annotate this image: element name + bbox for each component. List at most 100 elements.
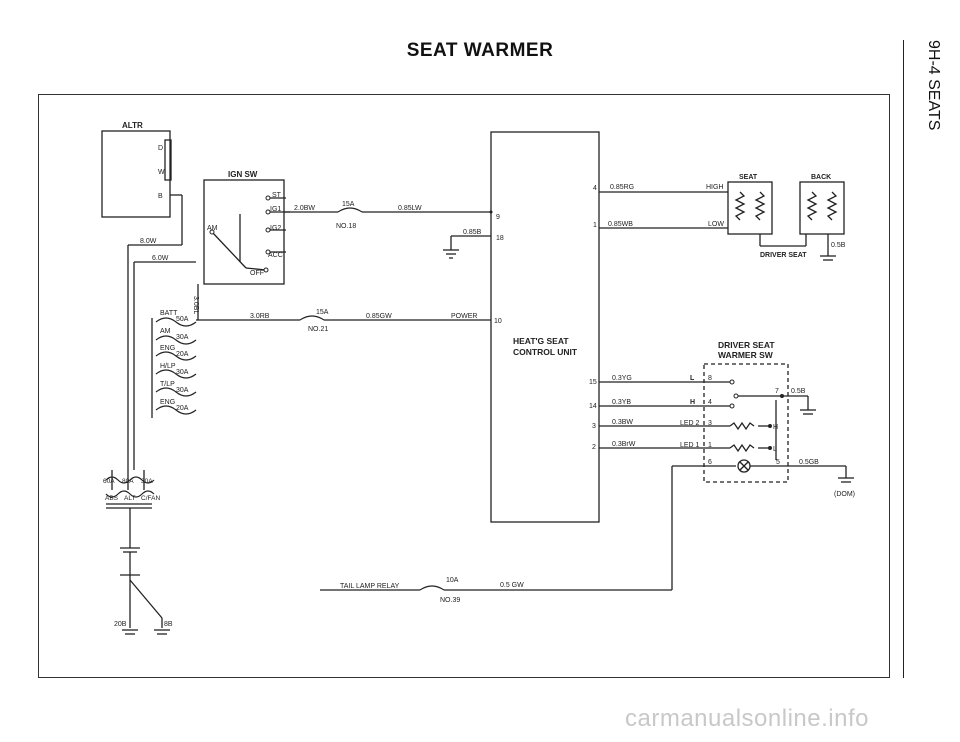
page-title: SEAT WARMER: [406, 40, 554, 61]
back-heater-element-2: [826, 191, 838, 221]
mf-alt: ALT: [124, 495, 135, 502]
wire-8w: 8.0W: [140, 238, 157, 245]
sw-h: H: [690, 399, 695, 406]
wire-2: 0.3BrW: [612, 441, 636, 448]
wire-tail: 0.5 GW: [500, 582, 524, 589]
ign-ig2: IG2: [270, 225, 281, 232]
seat-heater-box: [727, 181, 773, 235]
tail-lamp-relay: TAIL LAMP RELAY: [340, 583, 400, 590]
altr-connector: [164, 139, 172, 181]
fb-eng2-amp: 20A: [176, 405, 189, 412]
fuse-hlp: [155, 369, 197, 379]
altr-pin-d: D: [158, 145, 163, 152]
back-heater-element-1: [806, 191, 818, 221]
sw-l: L: [690, 375, 695, 382]
dom-label: (DOM): [834, 491, 855, 498]
sw-p5: 5: [776, 459, 780, 466]
altr-pin-b: B: [158, 193, 163, 200]
cu-pin-18: 18: [496, 235, 504, 242]
wire-low: 0.85WB: [608, 221, 633, 228]
altr-box: [101, 130, 171, 218]
fuse-eng2: [155, 405, 197, 415]
ign-st: ST: [272, 192, 282, 199]
mf-amp-1: 60A: [103, 478, 115, 485]
wire-6w: 6.0W: [152, 255, 169, 262]
fb-hlp-amp: 30A: [176, 369, 189, 376]
led2-resistor: [729, 421, 755, 431]
seat-heater-element-1: [734, 191, 746, 221]
ign-switch-box: [203, 179, 285, 285]
fuse-eng1: [155, 351, 197, 361]
fuse-batt: [155, 317, 197, 327]
fb-eng-amp: 20A: [176, 351, 189, 358]
fb-tlp-amp: 30A: [176, 387, 189, 394]
main-fuse-links: [105, 476, 155, 484]
control-unit-label-2: CONTROL UNIT: [513, 347, 578, 357]
wire-15: 0.3YG: [612, 375, 632, 382]
heater-low: LOW: [708, 221, 724, 228]
wire-pin9: 0.85LW: [398, 205, 422, 212]
fuse39-amp: 10A: [446, 577, 459, 584]
fuse18-amp: 15A: [342, 201, 355, 208]
sw-p4: 4: [708, 399, 712, 406]
sw-sym-h: H: [773, 424, 778, 431]
fuse-am: [155, 335, 197, 345]
wire-sw-ground: 0.5B: [791, 388, 806, 395]
cu-pin-15: 15: [589, 379, 597, 386]
sw-led1: LED 1: [680, 442, 700, 449]
mf-amp-2: 80A: [122, 478, 134, 485]
sw-p8: 8: [708, 375, 712, 382]
cu-pin-10: 10: [494, 318, 502, 325]
cu-pin-2: 2: [592, 444, 596, 451]
fb-hlp: H/LP: [160, 363, 176, 370]
led1-resistor: [729, 443, 755, 453]
cu-pin-1: 1: [593, 222, 597, 229]
wire-ig1: 2.0BW: [294, 205, 315, 212]
cu-pin-14: 14: [589, 403, 597, 410]
ign-off: OFF: [250, 270, 264, 277]
fb-am: AM: [160, 328, 171, 335]
fb-batt-amp: 50A: [176, 316, 189, 323]
wire-14: 0.3YB: [612, 399, 631, 406]
warmer-switch-box: [703, 363, 789, 483]
ign-acc: ACC: [268, 252, 283, 259]
fuse18-no: NO.18: [336, 223, 356, 230]
fb-batt: BATT: [160, 310, 178, 317]
fuse-tlp: [155, 387, 197, 397]
wire-power: 0.85GW: [366, 313, 392, 320]
control-unit-box: [490, 131, 600, 523]
sw-p1: 1: [708, 442, 712, 449]
heater-seat: SEAT: [739, 174, 758, 181]
cu-pin-9: 9: [496, 214, 500, 221]
sw-sym-l: L: [773, 446, 777, 453]
fuse-21-symbol: [299, 315, 325, 321]
ign-am: AM: [207, 225, 218, 232]
mf-cfan: C/FAN: [141, 495, 160, 502]
sw-p6: 6: [708, 459, 712, 466]
wire-lamp: 0.5GB: [799, 459, 819, 466]
heater-high: HIGH: [706, 184, 724, 191]
side-rule: [903, 40, 904, 678]
seat-heater-element-2: [754, 191, 766, 221]
diagram-frame: [38, 94, 890, 678]
wire-high: 0.85RG: [610, 184, 634, 191]
control-unit-label-1: HEAT'G SEAT: [513, 336, 569, 346]
heater-driver-seat: DRIVER SEAT: [760, 252, 807, 259]
fuse-18-symbol: [337, 207, 363, 213]
section-label: 9H-4 SEATS: [925, 40, 942, 131]
wire-pin18: 0.85B: [463, 229, 482, 236]
fuse21-no: NO.21: [308, 326, 328, 333]
fuse-39-symbol: [419, 585, 445, 591]
watermark: carmanualsonline.info: [625, 705, 869, 732]
heater-back: BACK: [811, 174, 831, 181]
wire-heater-ground: 0.5B: [831, 242, 846, 249]
ground-20b: 20B: [114, 621, 127, 628]
switch-label-2: WARMER SW: [718, 350, 774, 360]
switch-label-1: DRIVER SEAT: [718, 340, 775, 350]
ground-8b: 8B: [164, 621, 173, 628]
wire-3bl: 3.0BL: [192, 296, 199, 314]
fb-tlp: T/LP: [160, 381, 175, 388]
cu-pin-4: 4: [593, 185, 597, 192]
mf-amp-3: 30A: [141, 478, 153, 485]
